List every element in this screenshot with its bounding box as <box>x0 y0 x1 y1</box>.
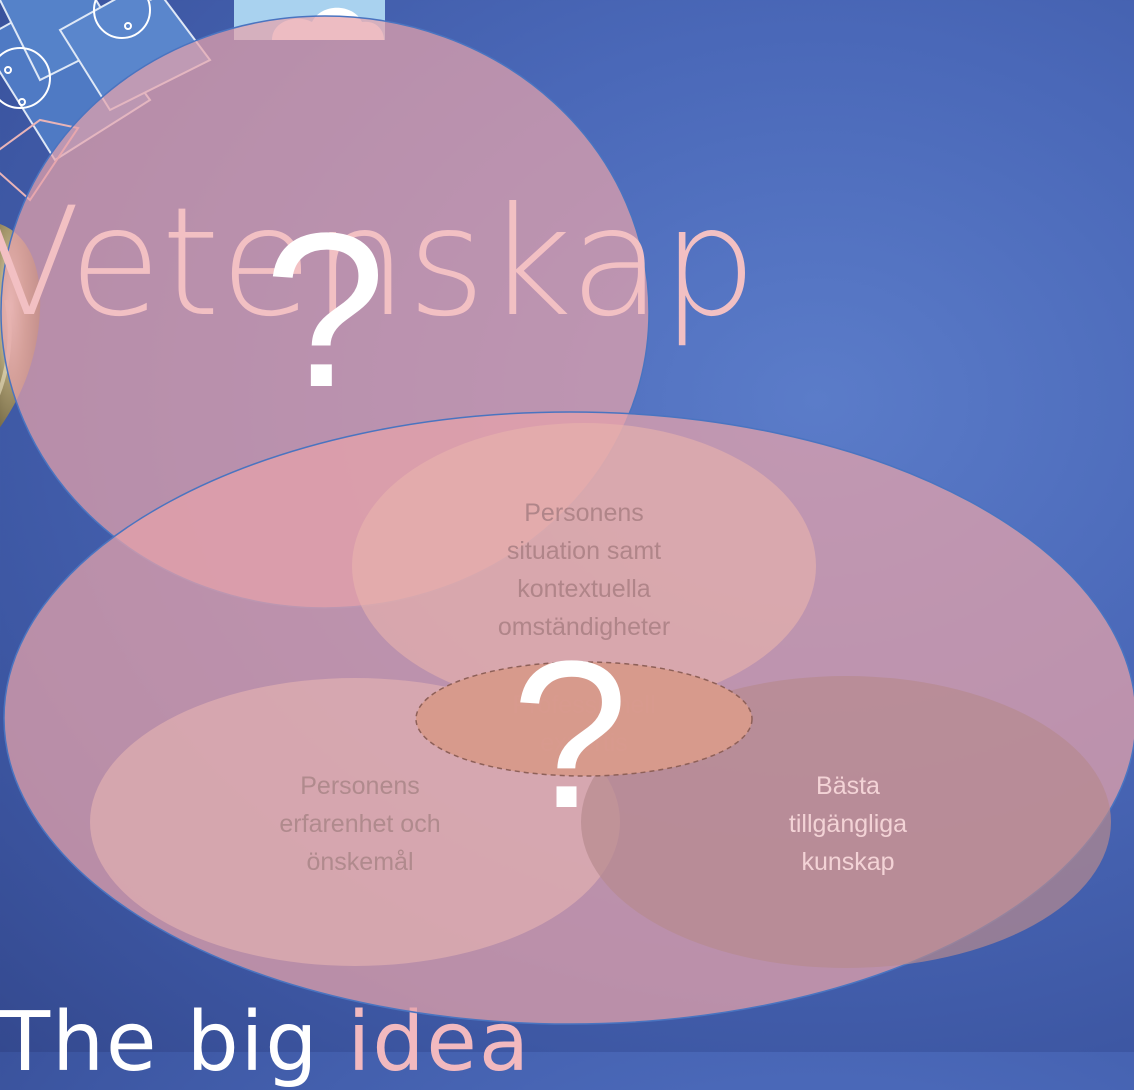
situation-line: kontextuella <box>517 575 651 603</box>
knowledge-line: kunskap <box>801 848 895 876</box>
question-mark-center: ? <box>511 617 629 852</box>
situation-ellipse <box>352 423 816 709</box>
experience-line: erfarenhet och <box>279 810 441 838</box>
situation-line: omständigheter <box>497 613 671 641</box>
experience-label: Personens erfarenhet och önskemål <box>220 767 500 881</box>
situation-line: situation samt <box>506 537 662 565</box>
expertise-line: Professionell <box>512 691 656 719</box>
knowledge-line: tillgängliga <box>788 810 908 838</box>
expertise-ellipse <box>415 661 753 777</box>
knowledge-line: Bästa <box>816 772 880 800</box>
knowledge-label: Bästa tillgängliga kunskap <box>728 767 968 881</box>
experience-line: Personens <box>300 772 420 800</box>
question-mark-science: ? <box>263 187 387 433</box>
expertise-line: expertis <box>540 729 628 757</box>
situation-label: Personens situation samt kontextuella om… <box>434 494 734 646</box>
venn-diagram <box>0 15 1134 1025</box>
expertise-label: Professionell expertis <box>464 686 704 762</box>
situation-line: Personens <box>524 499 644 527</box>
science-word: Vetenskap <box>0 176 757 350</box>
experience-line: önskemål <box>306 848 414 876</box>
